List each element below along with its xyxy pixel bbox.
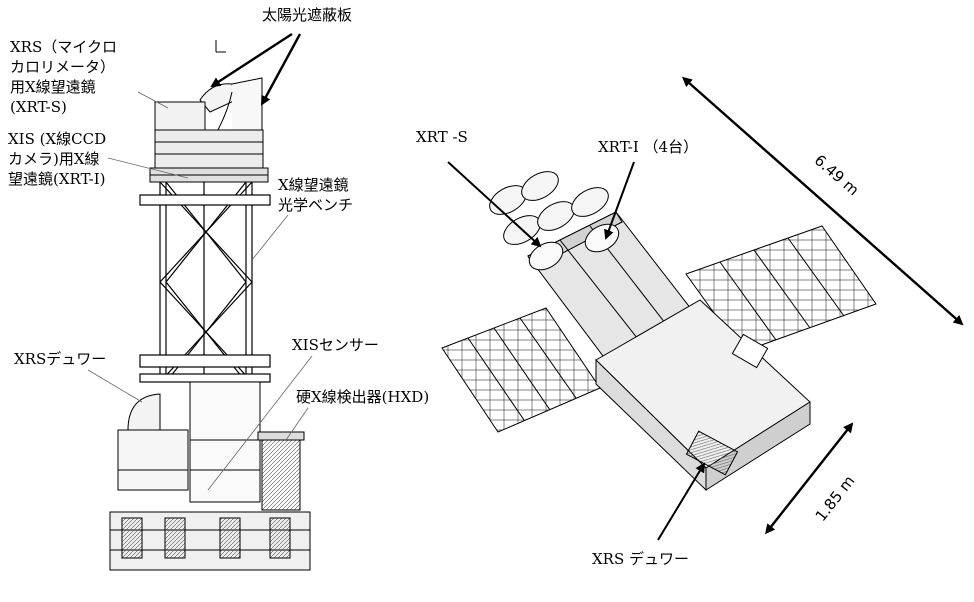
label-xrs-mirror-line2: カロリメータ） xyxy=(10,58,116,76)
xrt-i-arrow xyxy=(604,161,635,240)
satellite-side-view xyxy=(109,40,311,571)
label-xrs-dewar-left: XRSデュワー xyxy=(14,350,107,368)
xrs-dewar-dome xyxy=(127,393,161,431)
width-dimension-label: 1.85 m xyxy=(812,472,859,525)
sunshade-arrow-1 xyxy=(210,32,293,88)
label-xrt-s: XRT -S xyxy=(416,128,468,146)
sunshade-arrow-2 xyxy=(260,33,302,106)
label-xrs-mirror-line4: (XRT-S) xyxy=(10,98,67,116)
label-bench-line2: 光学ベンチ xyxy=(278,196,354,214)
length-dimension-arrow xyxy=(682,76,964,326)
optical-bench-truss xyxy=(139,181,271,383)
label-xis-mirror-line1: XIS (X線CCD xyxy=(8,130,107,148)
label-xrs-dewar-right: XRS デュワー xyxy=(592,550,690,568)
length-dimension-label: 6.49 m xyxy=(811,151,863,199)
label-xrs-mirror-line3: 用X線望遠鏡 xyxy=(10,78,96,96)
label-sunshade: 太陽光遮蔽板 xyxy=(262,6,353,24)
label-xis-mirror-line3: 望遠鏡(XRT-I) xyxy=(8,170,106,188)
label-xis-mirror-line2: カメラ)用X線 xyxy=(8,150,100,168)
label-bench-line1: X線望遠鏡 xyxy=(278,176,349,194)
hxd-body xyxy=(261,437,301,511)
xrt-s-arrow xyxy=(447,161,542,248)
label-xis-sensor: XISセンサー xyxy=(292,336,379,354)
right-leader-lines xyxy=(447,76,964,541)
xrs-dewar-arrow xyxy=(657,462,706,541)
width-dimension-arrow xyxy=(765,422,854,535)
solar-panel-left xyxy=(441,307,601,433)
satellite-3d-view xyxy=(441,171,877,492)
label-xrs-mirror-line1: XRS（マイクロ xyxy=(10,38,117,56)
left-leader-lines xyxy=(87,32,313,491)
label-xrt-i: XRT-I （4台） xyxy=(598,138,699,156)
xrt-s-housing xyxy=(154,101,206,131)
xrt-i-housing xyxy=(154,129,264,169)
label-hxd: 硬X線検出器(HXD) xyxy=(296,388,430,406)
